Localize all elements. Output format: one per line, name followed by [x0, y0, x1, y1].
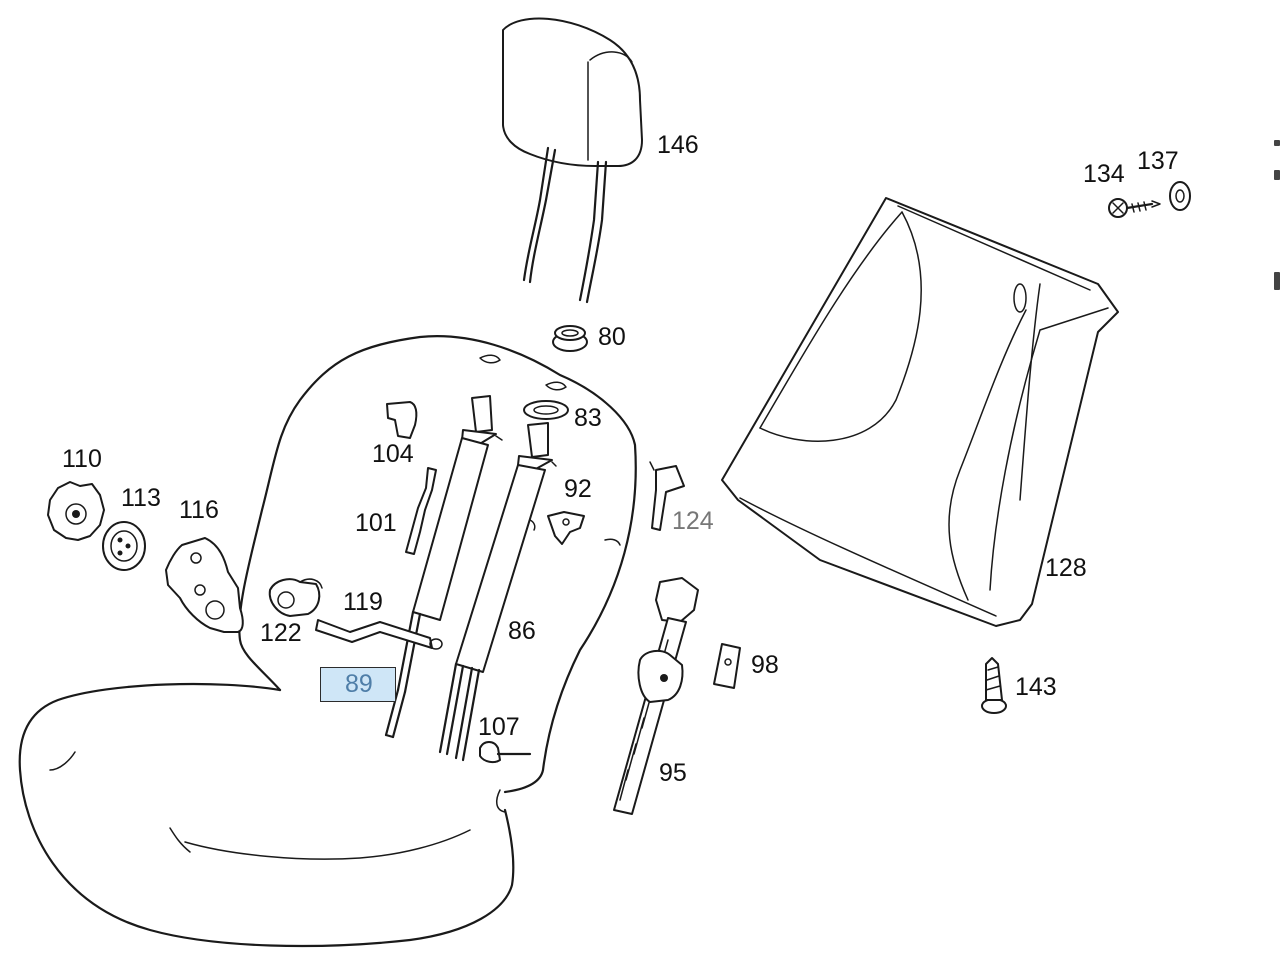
- label-113[interactable]: 113: [121, 484, 161, 512]
- latch-part[interactable]: [649, 461, 685, 531]
- spring-strip-part[interactable]: [405, 467, 437, 555]
- label-119[interactable]: 119: [343, 588, 383, 616]
- headrest-part[interactable]: [502, 17, 643, 304]
- nut-part[interactable]: [1169, 181, 1191, 211]
- label-104[interactable]: 104: [372, 440, 414, 468]
- label-101[interactable]: 101: [355, 509, 397, 537]
- bar-part[interactable]: [315, 619, 443, 650]
- edge-fragment: [1274, 140, 1280, 146]
- label-124[interactable]: 124: [672, 507, 714, 535]
- label-134[interactable]: 134: [1083, 160, 1125, 188]
- rods-part-89[interactable]: [384, 688, 407, 739]
- label-146[interactable]: 146: [657, 131, 699, 159]
- label-107[interactable]: 107: [478, 713, 520, 741]
- label-110[interactable]: 110: [62, 445, 102, 473]
- clip-part[interactable]: [386, 401, 418, 439]
- label-116[interactable]: 116: [179, 496, 219, 524]
- edge-fragment: [1274, 272, 1280, 290]
- plate-part[interactable]: [713, 643, 741, 689]
- back-panel-part[interactable]: [721, 197, 1119, 627]
- bolt-part[interactable]: [981, 657, 1007, 714]
- bracket-part[interactable]: [547, 511, 585, 545]
- spacer-part[interactable]: [102, 521, 146, 571]
- edge-fragment: [1274, 170, 1280, 180]
- label-86[interactable]: 86: [508, 617, 536, 645]
- label-83[interactable]: 83: [574, 404, 602, 432]
- label-128[interactable]: 128: [1045, 554, 1087, 582]
- rail-part[interactable]: [613, 577, 699, 815]
- ring-part[interactable]: [523, 400, 569, 420]
- pin-part[interactable]: [479, 741, 532, 764]
- label-122[interactable]: 122: [260, 619, 302, 647]
- screw-part[interactable]: [1108, 198, 1161, 218]
- label-80[interactable]: 80: [598, 323, 626, 351]
- label-95[interactable]: 95: [659, 759, 687, 787]
- lever-part[interactable]: [268, 578, 323, 617]
- grommet-part[interactable]: [552, 325, 588, 352]
- knob-part[interactable]: [47, 481, 105, 541]
- label-92[interactable]: 92: [564, 475, 592, 503]
- hinge-plate-part[interactable]: [165, 537, 244, 633]
- seat-outline: [18, 335, 637, 948]
- label-89-highlighted[interactable]: 89: [320, 667, 396, 702]
- label-98[interactable]: 98: [751, 651, 779, 679]
- guide-tubes-part[interactable]: [396, 395, 557, 762]
- label-143[interactable]: 143: [1015, 673, 1057, 701]
- label-137[interactable]: 137: [1137, 147, 1179, 175]
